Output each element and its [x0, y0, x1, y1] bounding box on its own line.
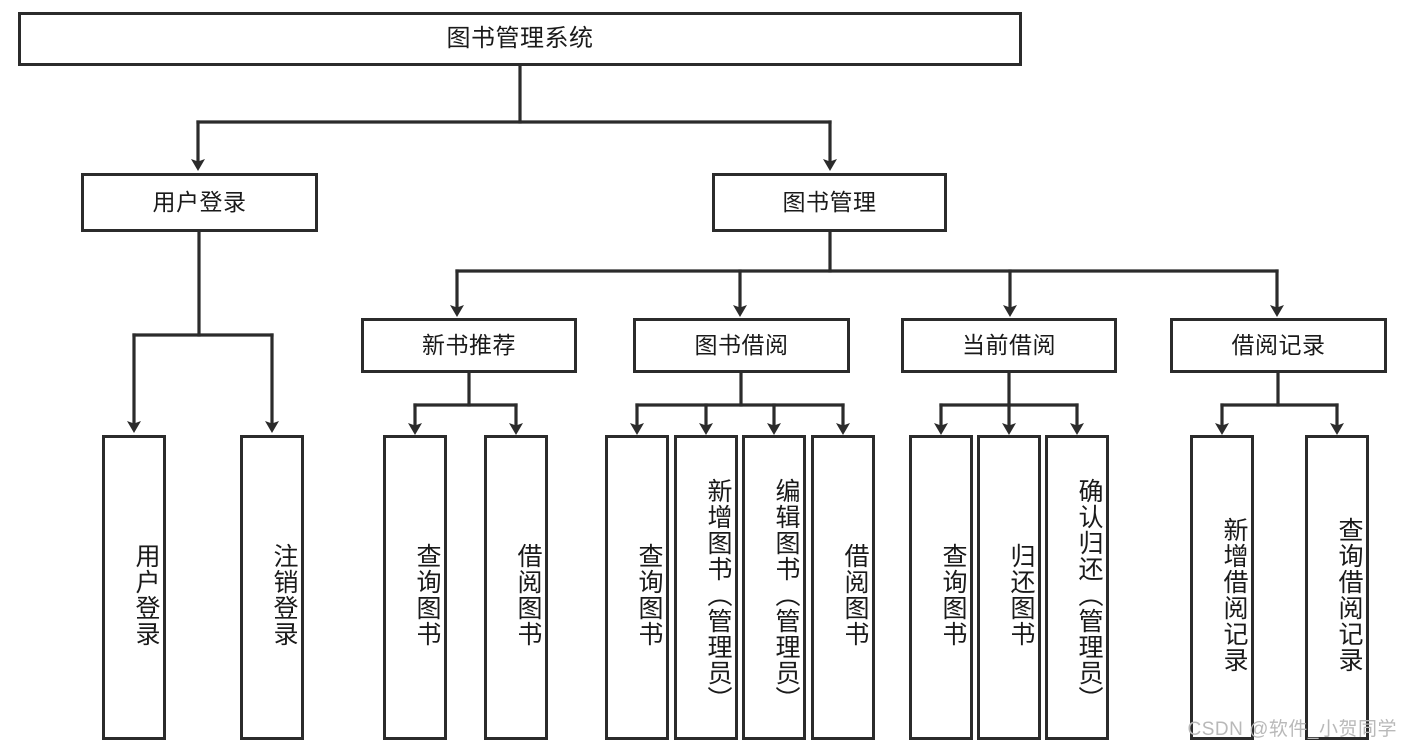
- leaf-confirm-return-admin[interactable]: 确认归还（管理员）: [1045, 435, 1109, 740]
- node-book-management[interactable]: 图书管理: [712, 173, 947, 232]
- leaf-query-book-borrow[interactable]: 查询图书: [605, 435, 669, 740]
- node-label: 查询图书: [939, 542, 967, 647]
- node-label: 图书借阅: [694, 331, 789, 358]
- leaf-borrow-book[interactable]: 借阅图书: [811, 435, 875, 740]
- node-label: 图书管理系统: [446, 24, 594, 52]
- leaf-query-book-recommend[interactable]: 查询图书: [383, 435, 447, 740]
- node-label: 查询图书: [635, 542, 663, 647]
- node-label: 借阅图书: [514, 542, 542, 647]
- leaf-query-borrow-record[interactable]: 查询借阅记录: [1305, 435, 1369, 740]
- leaf-query-book-current[interactable]: 查询图书: [909, 435, 973, 740]
- node-label: 图书管理: [782, 188, 877, 215]
- node-label: 新增借阅记录: [1220, 516, 1248, 673]
- node-label: 用户登录: [152, 188, 247, 215]
- node-borrow-record[interactable]: 借阅记录: [1170, 318, 1387, 373]
- leaf-user-login[interactable]: 用户登录: [102, 435, 166, 740]
- node-label: 新书推荐: [422, 331, 516, 358]
- leaf-add-borrow-record[interactable]: 新增借阅记录: [1190, 435, 1254, 740]
- node-new-book-recommend[interactable]: 新书推荐: [361, 318, 577, 373]
- node-label: 当前借阅: [962, 331, 1056, 358]
- node-label: 查询图书: [413, 542, 441, 647]
- node-book-borrow[interactable]: 图书借阅: [633, 318, 850, 373]
- node-label: 注销登录: [270, 542, 298, 647]
- node-label: 借阅图书: [841, 542, 869, 647]
- leaf-logout-login[interactable]: 注销登录: [240, 435, 304, 740]
- watermark-csdn: CSDN @软件_小贺同学: [1187, 719, 1397, 740]
- node-label: 确认归还（管理员）: [1075, 477, 1103, 712]
- node-label: 归还图书: [1007, 542, 1035, 647]
- node-root-book-management-system[interactable]: 图书管理系统: [18, 12, 1022, 66]
- node-user-login[interactable]: 用户登录: [81, 173, 318, 232]
- node-label: 编辑图书（管理员）: [772, 477, 800, 712]
- leaf-borrow-book-recommend[interactable]: 借阅图书: [484, 435, 548, 740]
- leaf-edit-book-admin[interactable]: 编辑图书（管理员）: [742, 435, 806, 740]
- leaf-return-book[interactable]: 归还图书: [977, 435, 1041, 740]
- node-label: 用户登录: [132, 542, 160, 647]
- leaf-add-book-admin[interactable]: 新增图书（管理员）: [674, 435, 738, 740]
- node-label: 新增图书（管理员）: [704, 477, 732, 712]
- node-label: 查询借阅记录: [1335, 516, 1363, 673]
- node-current-borrow[interactable]: 当前借阅: [901, 318, 1117, 373]
- node-label: 借阅记录: [1231, 331, 1326, 358]
